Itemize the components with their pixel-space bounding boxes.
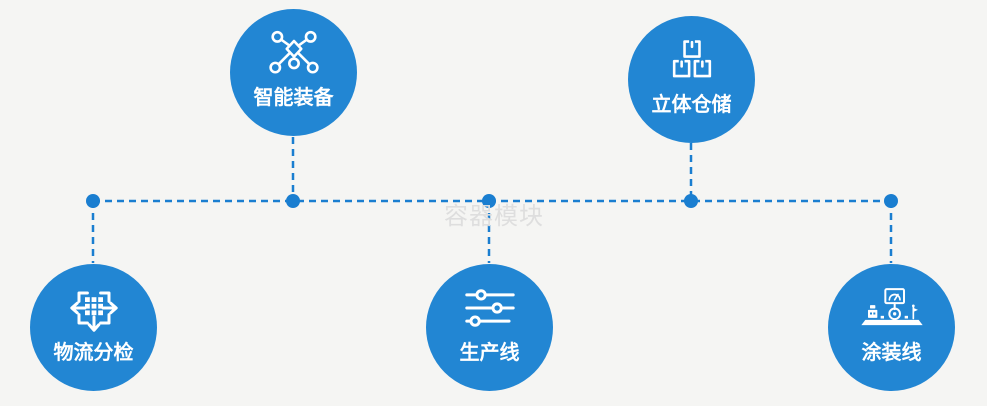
node-smart-equipment: 智能装备 <box>230 9 357 136</box>
watermark-text: 容器模块 <box>444 203 544 230</box>
node-logistics-sorting: 物流分检 <box>30 264 157 391</box>
node-production-line: 生产线 <box>426 264 553 391</box>
sliders-icon <box>464 282 515 334</box>
move-arrows-icon <box>67 282 121 334</box>
node-label: 立体仓储 <box>651 94 732 116</box>
node-label: 智能装备 <box>253 87 334 109</box>
network-nodes-icon <box>268 27 320 79</box>
stacked-boxes-icon <box>669 34 715 86</box>
control-machine-icon <box>860 282 924 334</box>
node-stereo-warehouse: 立体仓储 <box>628 16 755 143</box>
node-label: 生产线 <box>459 342 520 364</box>
node-label: 涂装线 <box>861 342 922 364</box>
node-label: 物流分检 <box>53 342 134 364</box>
node-coating-line: 涂装线 <box>828 264 955 391</box>
